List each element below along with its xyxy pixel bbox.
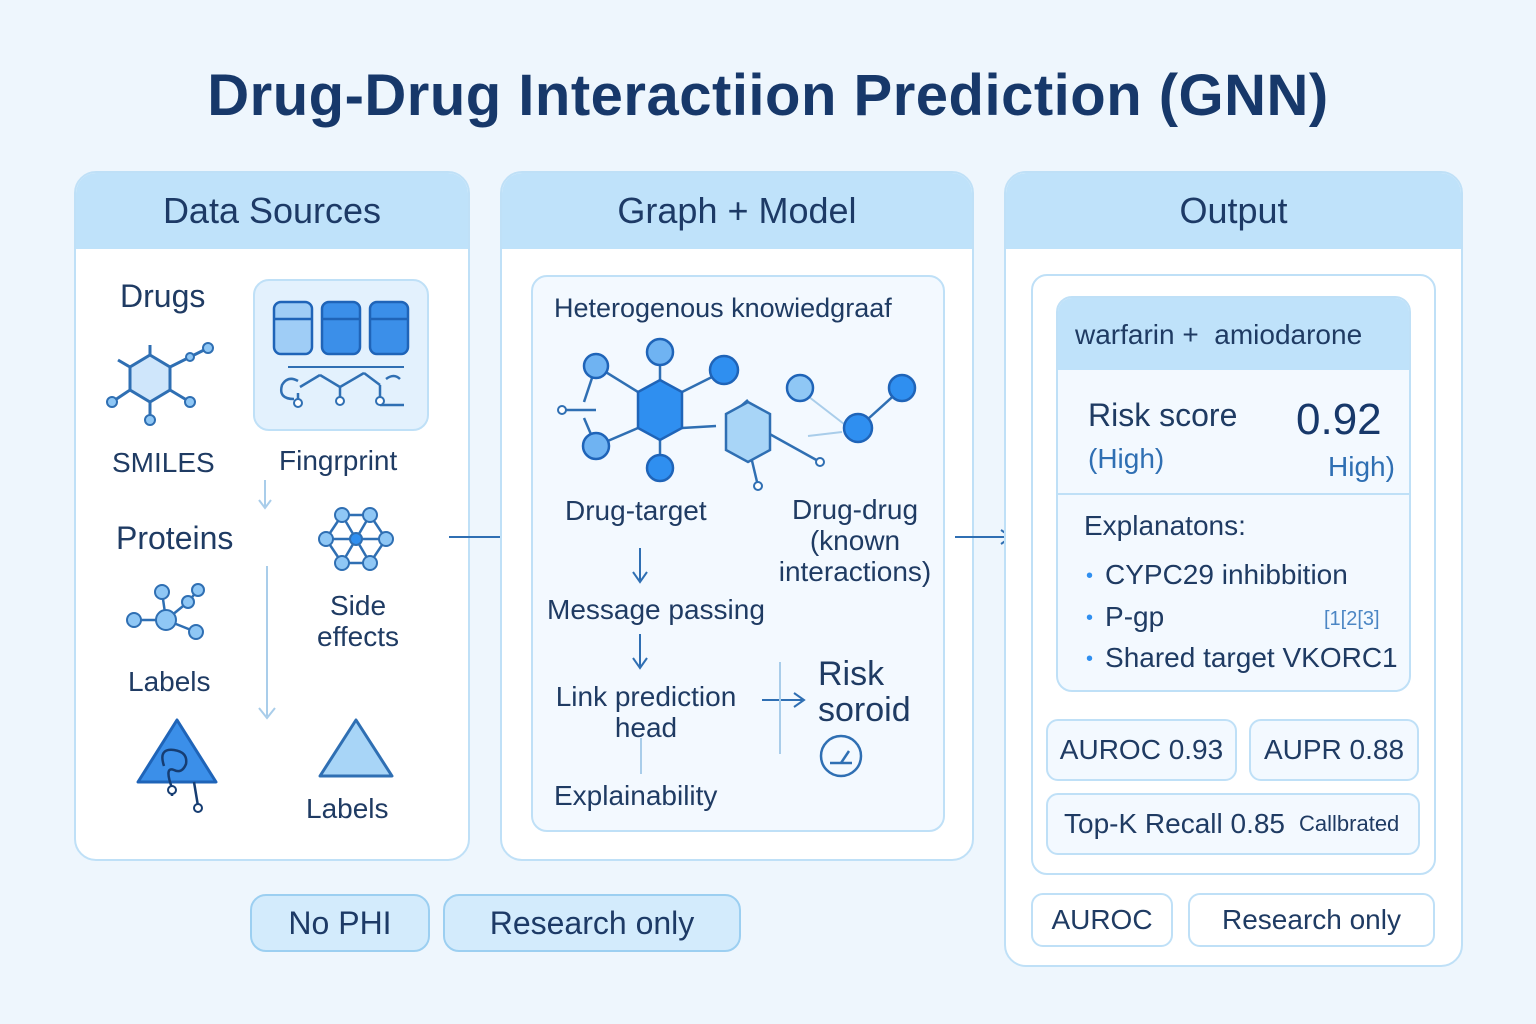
data-flow-arrows — [258, 480, 276, 720]
risk-level-label: High) — [1328, 451, 1395, 482]
risk-score-value: 0.92 — [1296, 395, 1382, 444]
labels-label-1: Labels — [128, 666, 211, 697]
research-only-badge: Research only — [443, 894, 741, 952]
no-phi-badge: No PHI — [250, 894, 430, 952]
explanation-item: •P-gp — [1086, 601, 1165, 632]
proteins-label: Proteins — [116, 520, 234, 556]
arrow-down-icon-2 — [632, 634, 648, 670]
drug-drug-label: Drug-drug (known interactions) — [778, 494, 932, 587]
citations-label: [1[2[3] — [1324, 608, 1380, 630]
side-effects-label: Side effects — [317, 590, 399, 653]
drugs-label: Drugs — [120, 278, 206, 314]
research-only-badge-output: Research only — [1188, 893, 1435, 947]
triangle-icon — [318, 718, 394, 778]
topk-metric: Top-K Recall 0.85 Callbrated — [1046, 793, 1420, 855]
risk-score-title: Risk score — [1088, 397, 1238, 433]
auroc-metric: AUROC 0.93 — [1046, 719, 1237, 781]
calibrated-label: Callbrated — [1299, 811, 1400, 836]
output-header: Output — [1006, 173, 1461, 249]
message-passing-label: Message passing — [547, 594, 765, 625]
knowledge-graph-title: Heterogenous knowiedgraaf — [554, 293, 892, 323]
fingerprint-icon — [272, 300, 410, 408]
labels-label-2: Labels — [306, 793, 389, 824]
gauge-icon — [819, 734, 863, 778]
drug-target-label: Drug-target — [565, 495, 707, 526]
explanation-item: •Shared target VKORC1 — [1086, 642, 1398, 673]
arrow-down-icon-1 — [632, 548, 648, 584]
network-icon — [318, 507, 394, 571]
link-prediction-label: Link prediction head — [555, 681, 737, 744]
result-card — [1056, 296, 1411, 692]
explanation-item: •CYPC29 inhibbition — [1086, 559, 1348, 590]
fingerprint-label: Fingrprint — [279, 445, 398, 476]
result-card-header — [1058, 298, 1409, 370]
auroc-badge: AUROC — [1031, 893, 1173, 947]
graph-model-header: Graph + Model — [502, 173, 972, 249]
knowledge-graph-illustration — [557, 337, 917, 491]
explanations-title: Explanatons: — [1084, 510, 1246, 541]
arrow-right-small-icon — [762, 692, 806, 708]
molecule-icon — [106, 342, 214, 426]
explanation-text: CYPC29 inhibbition — [1105, 559, 1348, 590]
data-sources-header: Data Sources — [76, 173, 468, 249]
drug-pair-label: warfarin + amiodarone — [1075, 319, 1363, 350]
topk-recall-value: Top-K Recall 0.85 — [1064, 808, 1286, 839]
aupr-metric: AUPR 0.88 — [1249, 719, 1419, 781]
page-title: Drug-Drug Interactiion Prediction (GNN) — [207, 63, 1329, 128]
explainability-label: Explainability — [554, 780, 718, 811]
protein-icon — [126, 583, 205, 640]
divider-line-2 — [640, 738, 642, 774]
explanation-text: Shared target VKORC1 — [1105, 642, 1398, 673]
protein-structure-icon — [136, 718, 218, 813]
divider-line — [779, 662, 781, 754]
smiles-label: SMILES — [112, 447, 215, 478]
explanation-text: P-gp — [1105, 601, 1165, 632]
risk-score-sub: (High) — [1088, 443, 1165, 474]
risk-score-label: Risk soroid — [818, 655, 911, 730]
result-card-divider — [1058, 493, 1409, 495]
